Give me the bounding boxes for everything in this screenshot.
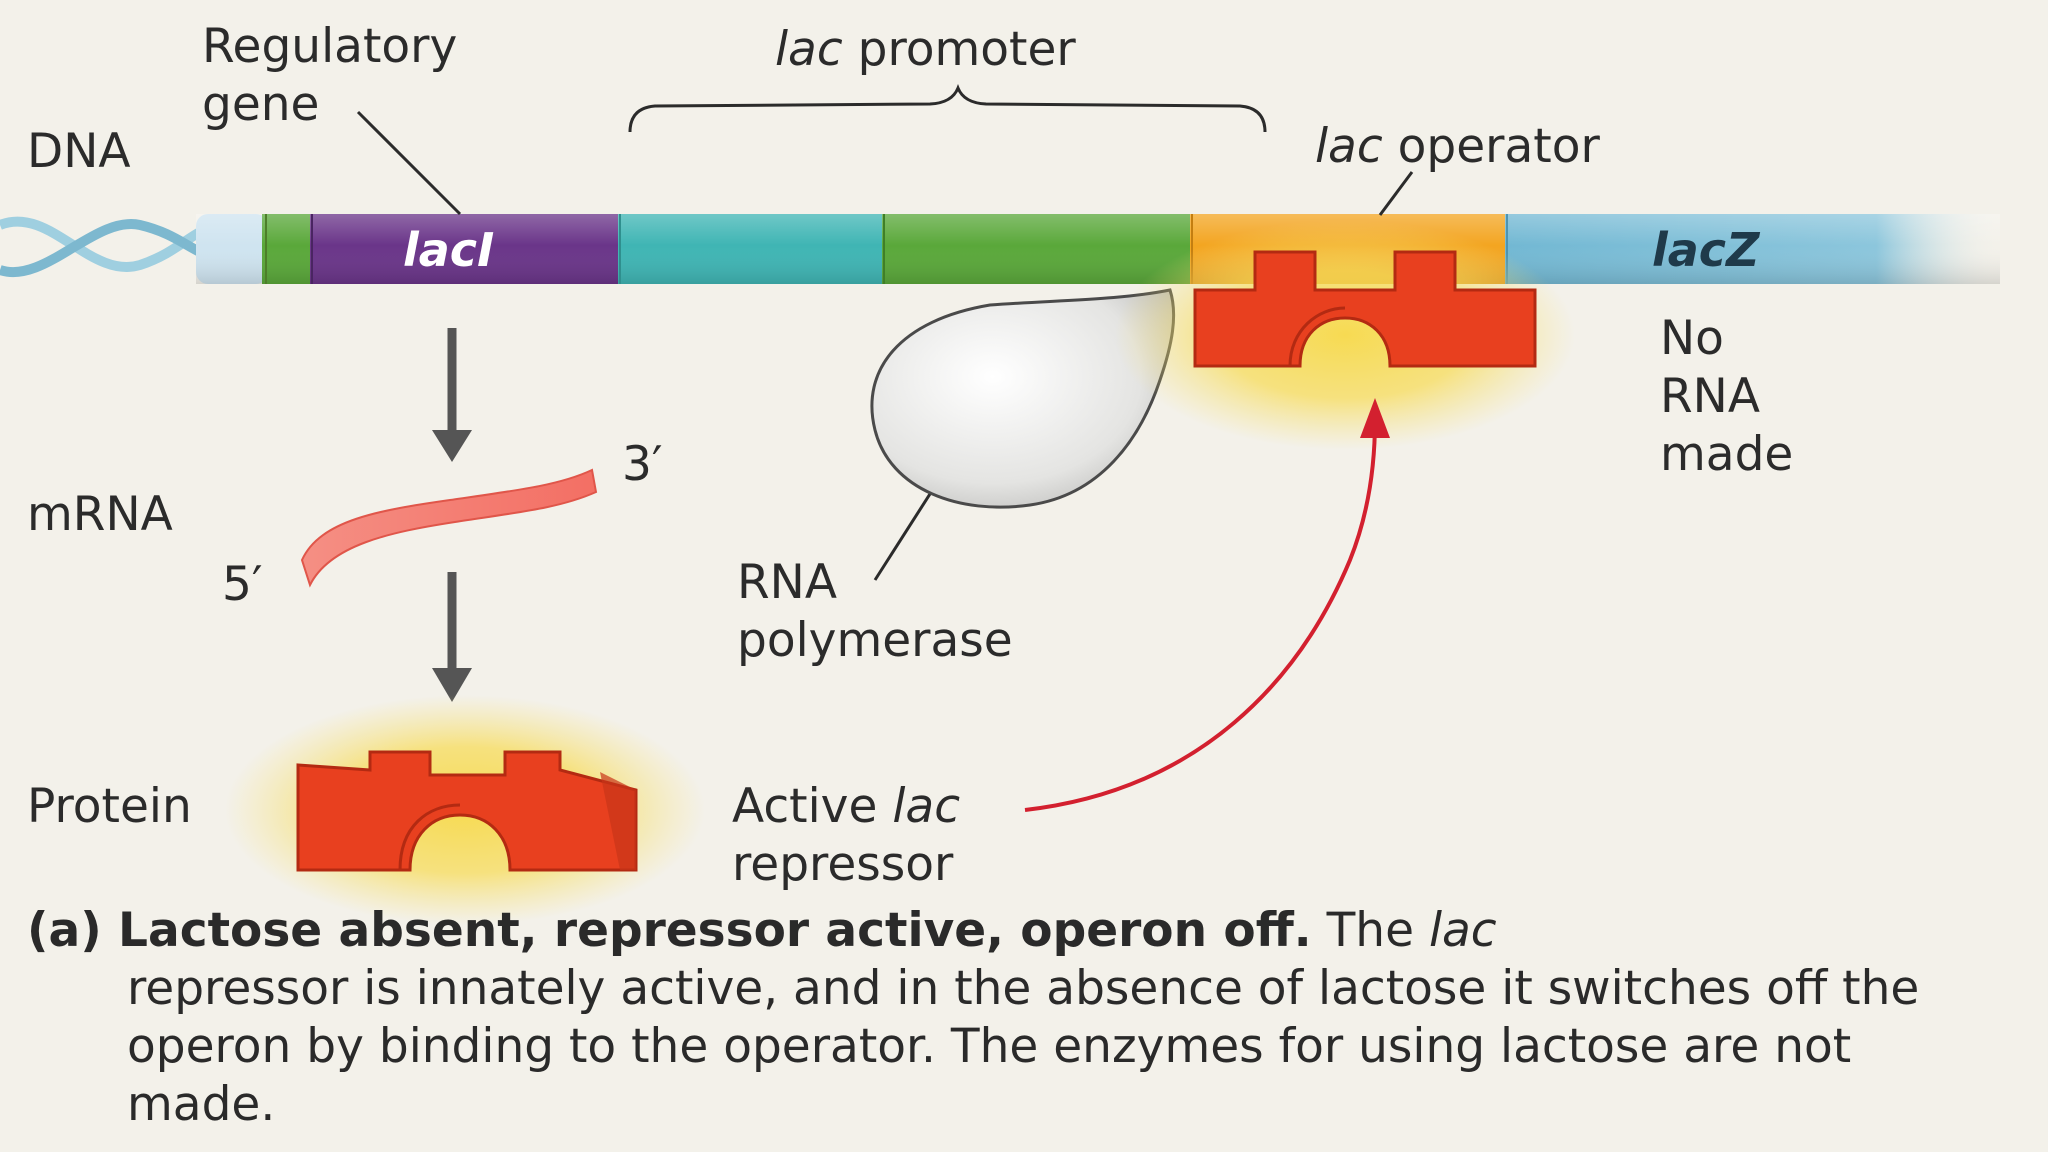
repressor-binding-arrow	[1024, 419, 1377, 812]
lac-operator-label: lac operator	[1315, 119, 1600, 174]
dna-label: DNA	[27, 124, 131, 179]
bound-repressor	[1193, 250, 1537, 368]
active-repressor-label-line2: repressor	[732, 837, 954, 892]
bound-repressor-glow	[1115, 220, 1575, 450]
active-repressor-label-line1: Active lac	[732, 779, 960, 834]
active-repressor-protein	[296, 750, 638, 872]
three-prime-label: 3′	[622, 437, 663, 492]
caption-lead: (a) Lactose absent, repressor active, op…	[27, 903, 1312, 958]
translation-arrow	[432, 572, 472, 702]
no-rna-label-line2: RNA	[1660, 369, 1760, 424]
rna-polymerase-label-line1: RNA	[737, 555, 837, 610]
transcription-arrow	[432, 328, 472, 462]
regulatory-gene-label-line2: gene	[202, 77, 319, 132]
lac-promoter-label: lac promoter	[775, 22, 1076, 77]
regulatory-gene-label-line1: Regulatory	[202, 19, 457, 74]
lacz-gene-label: lacZ	[1652, 223, 1761, 277]
protein-label: Protein	[27, 779, 192, 834]
no-rna-label-line1: No	[1660, 311, 1724, 366]
mrna-label: mRNA	[27, 487, 173, 542]
lac-operator-leader	[1378, 171, 1414, 216]
no-rna-label-line3: made	[1660, 427, 1793, 482]
figure-caption: (a) Lactose absent, repressor active, op…	[27, 902, 1927, 1134]
dna-helix	[0, 216, 203, 277]
repressor-binding-arrowhead	[1360, 398, 1390, 438]
mrna-strand	[300, 468, 598, 588]
laci-gene-label: lacI	[403, 223, 494, 277]
five-prime-label: 5′	[222, 557, 263, 612]
rna-polymerase-label-line2: polymerase	[737, 613, 1013, 668]
lac-promoter-brace	[628, 83, 1267, 133]
caption-text-italic: lac	[1428, 903, 1497, 958]
caption-text-1: The	[1311, 903, 1429, 958]
regulatory-gene-leader	[356, 110, 462, 216]
caption-body: repressor is innately active, and in the…	[127, 961, 1920, 1132]
